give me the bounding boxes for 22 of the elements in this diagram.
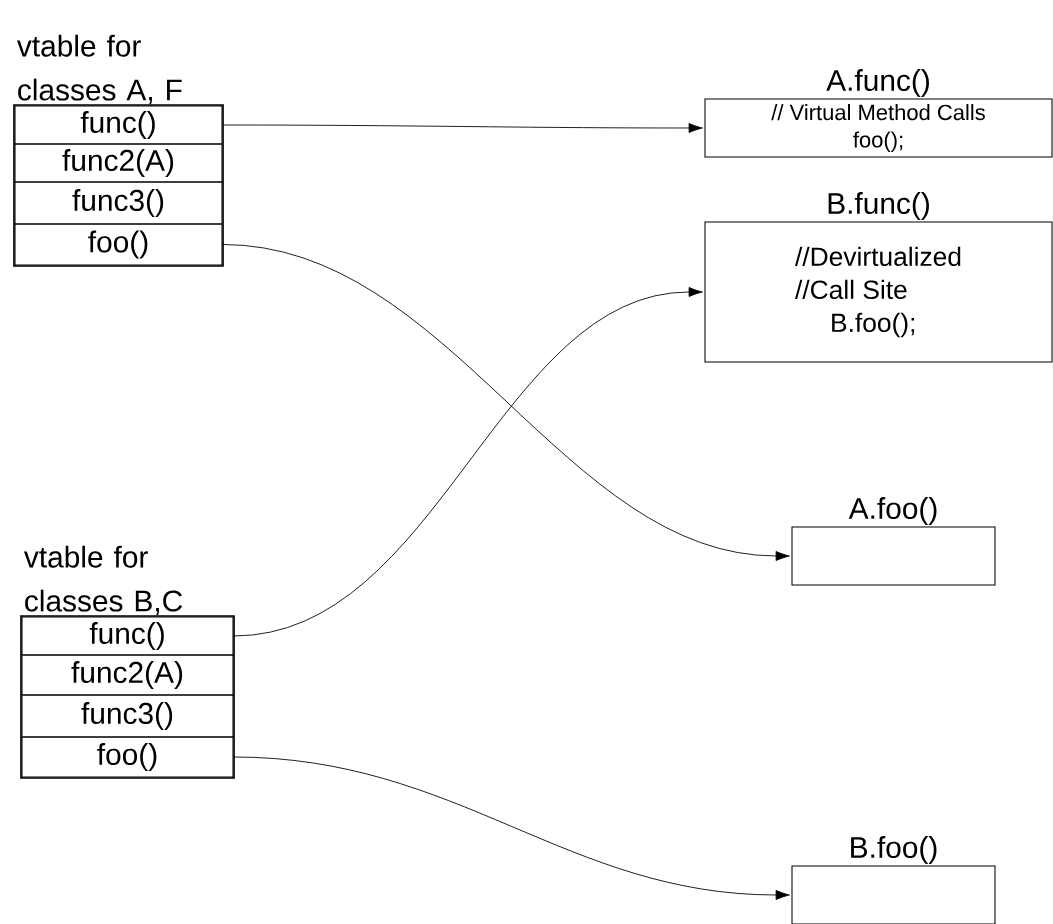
arrow <box>222 244 790 561</box>
table-row: func() <box>14 105 223 145</box>
table-row: foo() <box>21 736 234 778</box>
function-box: A.func() // Virtual Method Calls foo(); <box>704 69 1053 158</box>
node-label: B.foo() <box>851 836 937 864</box>
arrow <box>222 123 703 133</box>
node-label: B.func() <box>828 192 929 220</box>
function-box: B.foo() <box>791 836 996 924</box>
table-row: func() <box>21 616 234 656</box>
table-row: func3() <box>21 694 234 738</box>
node-label: vtable for classes A, F <box>16 34 182 105</box>
table-row: func2(A) <box>21 654 234 696</box>
node-label: A.func() <box>826 69 929 97</box>
node-label: vtable for classes B,C <box>23 545 183 616</box>
table-row: func2(A) <box>14 143 223 183</box>
arrow <box>233 287 703 637</box>
table-row: func3() <box>14 181 223 225</box>
table-row: foo() <box>14 223 223 266</box>
function-box: B.func() //Devirtualized //Call Site B.foo(); <box>704 192 1053 363</box>
arrow <box>233 756 790 900</box>
node-label: A.foo() <box>848 497 937 525</box>
function-box: A.foo() <box>791 497 996 586</box>
